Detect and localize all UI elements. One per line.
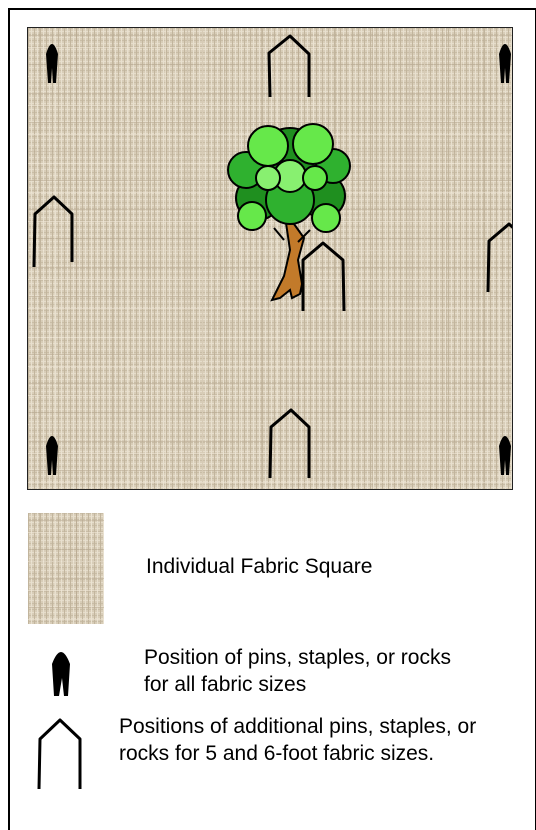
legend-pins-additional-label: Positions of additional pins, staples, o… <box>119 713 519 767</box>
fabric-texture <box>28 28 512 489</box>
filled-pin-icon <box>48 646 74 696</box>
fabric-swatch-icon <box>28 513 104 624</box>
outline-pin-icon <box>34 714 86 790</box>
fabric-square-diagram <box>27 27 513 490</box>
legend-pins-all-label: Position of pins, staples, or rocks for … <box>144 644 474 692</box>
legend-fabric-square-label: Individual Fabric Square <box>146 553 506 580</box>
